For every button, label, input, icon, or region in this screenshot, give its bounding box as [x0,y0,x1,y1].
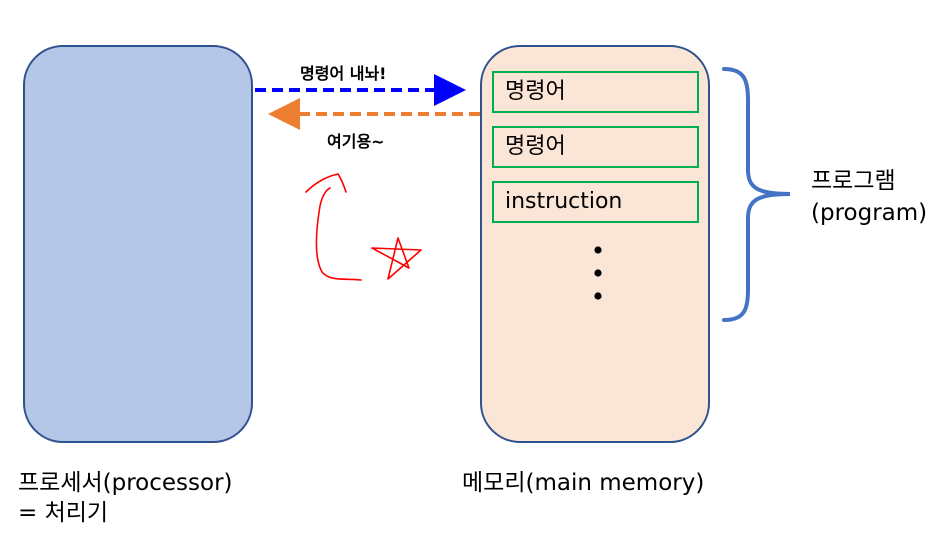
response-arrow-label: 여기용~ [327,132,385,151]
vertical-ellipsis-icon [594,246,602,300]
handwritten-star-icon [371,237,422,280]
memory-caption: 메모리(main memory) [462,470,705,496]
handwritten-arrow-icon [305,173,362,281]
memory-slot-1: 명령어 [492,71,699,113]
program-label: 프로그램 [811,168,896,194]
processor-block [23,45,253,443]
request-arrow-label: 명령어 내놔! [300,64,387,83]
memory-slot-2: 명령어 [492,126,699,168]
memory-slot-3: instruction [492,181,699,223]
processor-caption: 프로세서(processor) [18,470,233,496]
processor-caption-translation: = 처리기 [18,500,109,526]
program-brace-icon [722,67,791,322]
program-label-english: (program) [811,200,928,226]
